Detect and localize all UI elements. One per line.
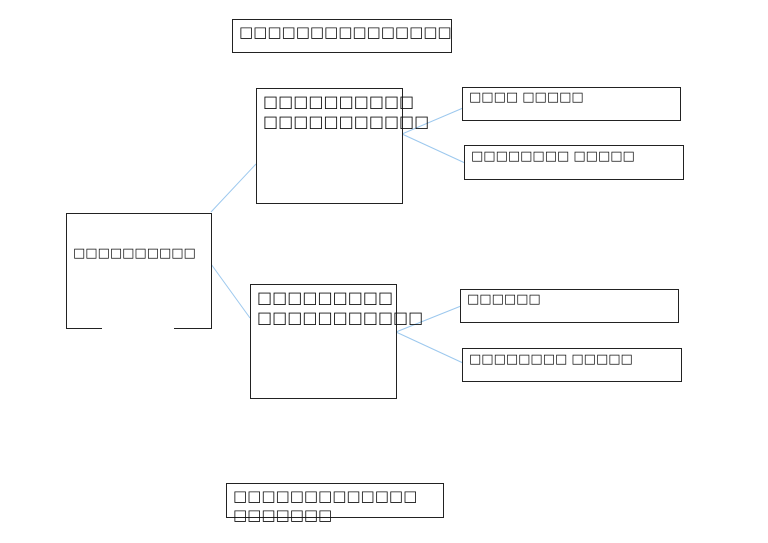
- root-node-border-gap: [102, 327, 174, 330]
- connector-bottom-to-leaf-4: [395, 331, 464, 364]
- connector-bottom-to-leaf-3: [395, 305, 462, 333]
- leaf-node-1: □□□□ □□□□□: [462, 87, 681, 121]
- branch-node-bottom: □□□□□□□□□ □□□□□□□□□□□: [250, 284, 423, 399]
- footer-title-box: □□□□□□□□□□□□□ □□□□□□□: [226, 483, 444, 524]
- leaf-node-3: □□□□□□: [460, 289, 679, 323]
- connector-root-to-top: [210, 163, 257, 213]
- header-title-box: □□□□□□□□□□□□□□□: [232, 19, 452, 53]
- connector-top-to-leaf-2: [401, 133, 466, 164]
- branch-node-top: □□□□□□□□□□ □□□□□□□□□□□: [256, 88, 429, 204]
- leaf-node-2: □□□□□□□□ □□□□□: [464, 145, 684, 180]
- leaf-node-4: □□□□□□□□ □□□□□: [462, 348, 682, 382]
- connector-top-to-leaf-1: [401, 107, 464, 135]
- root-node: □□□□□□□□□□: [66, 213, 212, 329]
- connector-root-to-bottom: [210, 263, 251, 319]
